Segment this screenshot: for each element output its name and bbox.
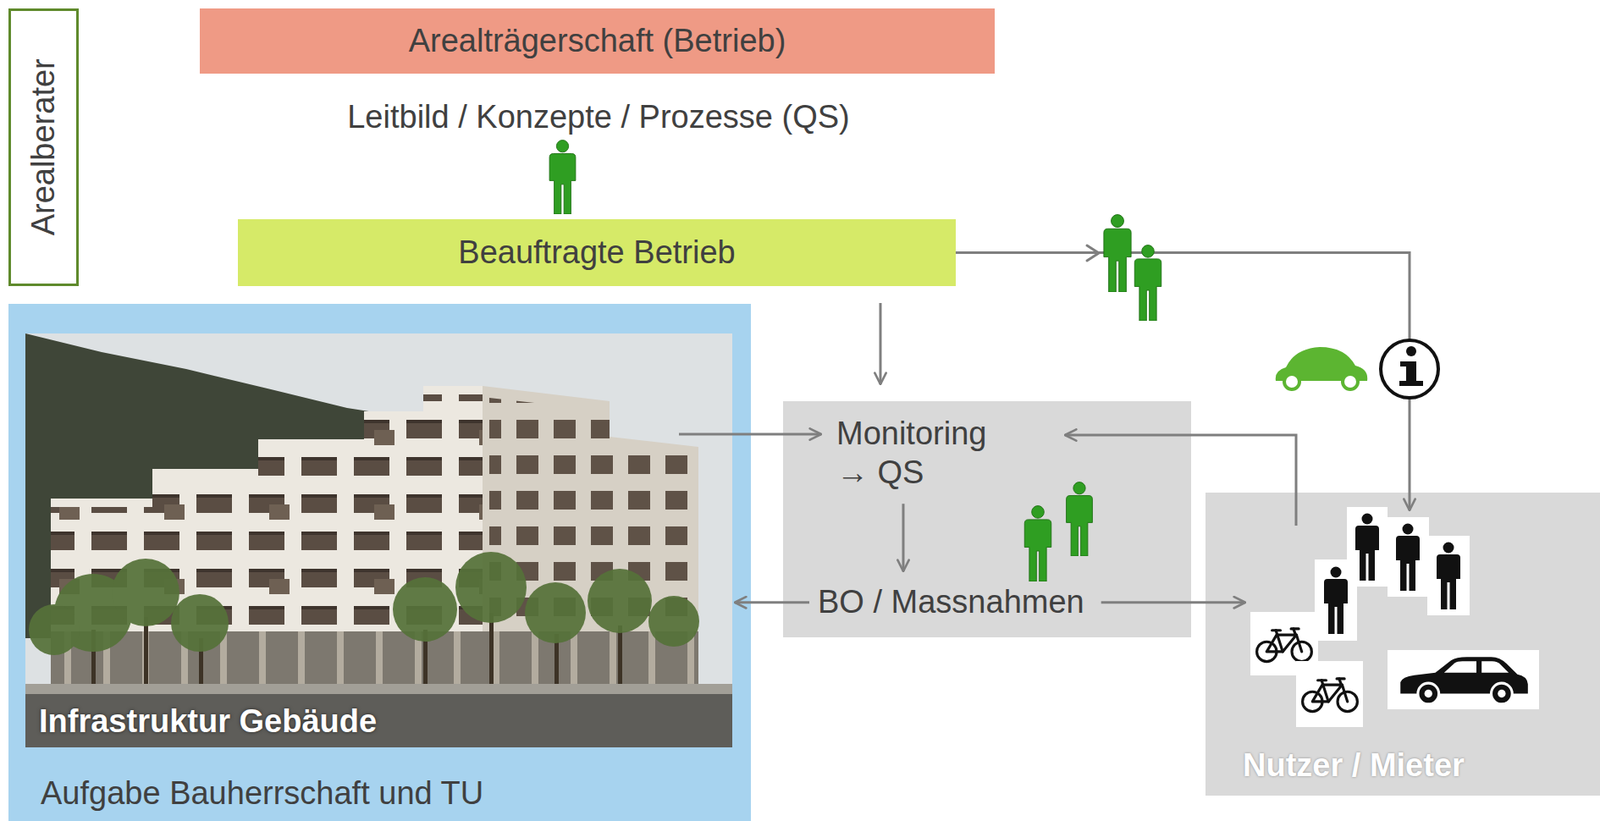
bicycle-icon <box>1257 628 1313 663</box>
info-serif <box>1400 361 1411 367</box>
person-icon <box>549 140 576 215</box>
advisor-box: Arealberater <box>8 8 79 287</box>
label-box: Leitbild / Konzepte / Prozesse (QS) <box>347 98 850 138</box>
person-icon <box>1436 542 1461 611</box>
advisor-label: Arealberater <box>24 58 64 236</box>
governance-band: Arealträgerschaft (Betrieb) <box>199 8 995 74</box>
building-photo: Infrastruktur Gebäude <box>25 333 733 748</box>
person-icon <box>1024 506 1052 582</box>
operations-band: Beauftragte Betrieb <box>237 219 956 287</box>
trees <box>171 594 229 652</box>
person-icon <box>1103 215 1132 293</box>
note-label: Leitbild / Konzepte / Prozesse (QS) <box>347 98 850 138</box>
panel-caption: Nutzer / Mieter <box>1242 746 1465 786</box>
photo-caption: Infrastruktur Gebäude <box>38 702 377 742</box>
trees <box>28 551 700 656</box>
users-panel: Nutzer / Mieter <box>1205 492 1600 796</box>
step-label: Monitoring → QS <box>836 414 1019 492</box>
icon-tile <box>1387 650 1540 710</box>
arrow-head <box>1086 245 1099 261</box>
car-icon <box>1400 656 1529 705</box>
measures-step: BO / Massnahmen <box>817 583 1085 623</box>
trees <box>111 558 180 627</box>
person-icon <box>1066 482 1093 557</box>
info-circle <box>1380 340 1439 398</box>
monitoring-step: Monitoring → QS <box>836 414 1019 492</box>
connector-arrow <box>678 433 822 436</box>
band-label: Beauftragte Betrieb <box>457 233 735 273</box>
sidewalk <box>25 684 733 695</box>
car-wheel <box>1342 374 1358 390</box>
connector-arrow <box>1101 601 1246 604</box>
trees <box>524 582 586 644</box>
info-symbol <box>1380 340 1439 398</box>
green-car-icon <box>1275 347 1368 390</box>
bicycle-icon <box>1302 678 1358 712</box>
icon-tile <box>1314 559 1358 641</box>
trees <box>648 595 700 647</box>
car-wheel <box>1284 374 1300 390</box>
icon-tile <box>1296 661 1363 728</box>
street <box>25 694 733 748</box>
info-dot <box>1406 346 1417 357</box>
connector-arrow <box>1064 435 1297 526</box>
person-icon <box>1395 524 1420 592</box>
tree-trunks <box>143 617 149 690</box>
icon-tile <box>1387 517 1429 597</box>
band-label: Arealträgerschaft (Betrieb) <box>408 22 787 61</box>
panel-caption: Aufgabe Bauherrschaft und TU <box>40 774 484 814</box>
connector-arrow <box>902 503 905 572</box>
trees <box>587 568 652 634</box>
trees <box>28 604 80 656</box>
trees <box>392 577 458 642</box>
trees <box>455 551 527 624</box>
tree-trunks <box>617 625 623 690</box>
info-serif <box>1399 380 1424 387</box>
step-label: BO / Massnahmen <box>817 583 1085 623</box>
icon-tile <box>1427 535 1470 616</box>
person-icon <box>1355 513 1380 582</box>
person-icon <box>1134 245 1162 321</box>
sky <box>25 333 733 748</box>
connector-arrow <box>734 601 810 604</box>
infrastructure-panel: Aufgabe Bauherrschaft und TU <box>8 303 751 821</box>
connector-arrow <box>879 303 883 385</box>
connector-arrow <box>955 253 1410 512</box>
building-photo-art <box>25 333 733 748</box>
person-icon <box>1324 567 1348 635</box>
tree-trunks <box>489 612 494 690</box>
